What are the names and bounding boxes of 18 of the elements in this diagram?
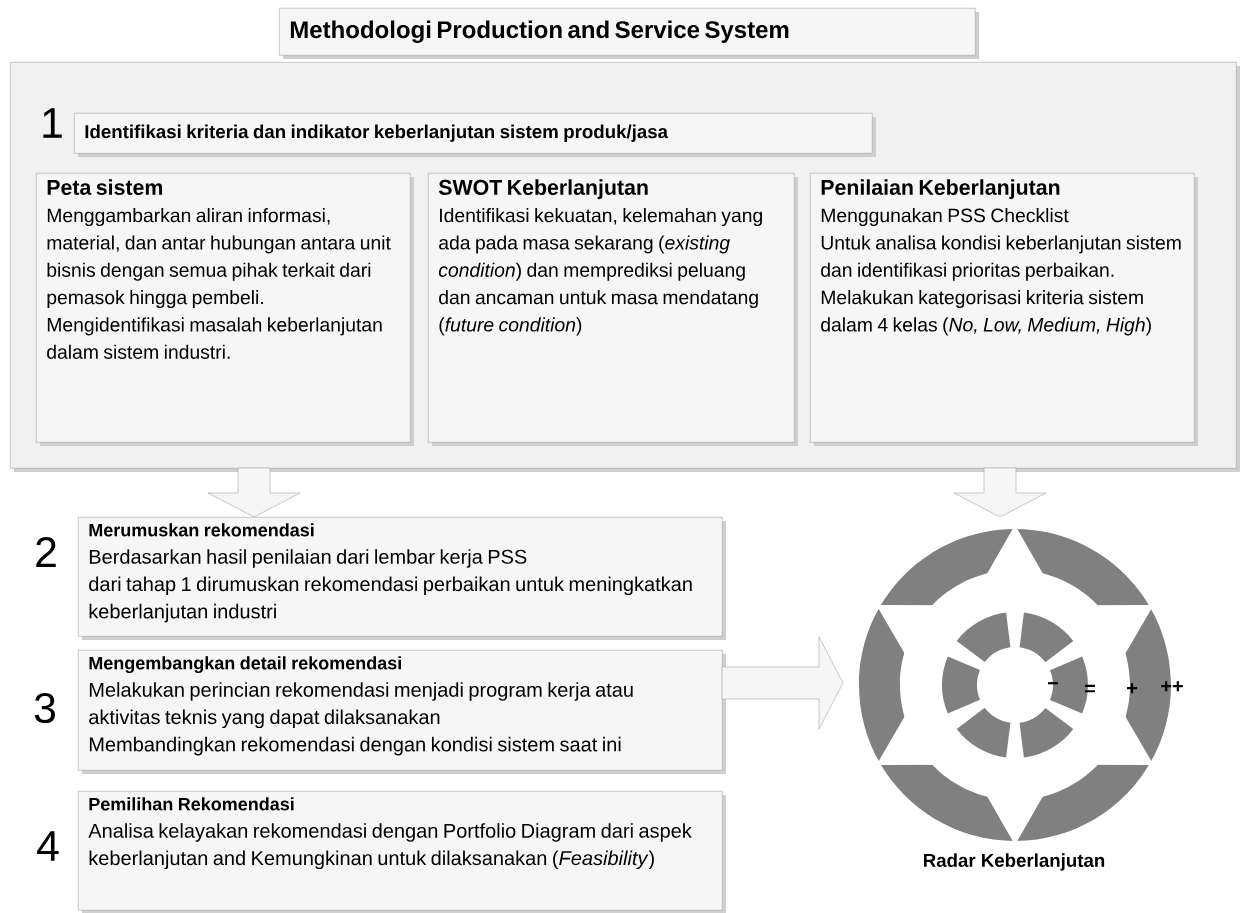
step-number: 4 <box>37 831 59 861</box>
scale-mark: = <box>1085 684 1095 693</box>
content-box: Peta sistem Menggambarkan aliran informasi, material, dan antar hubungan antara unit bisnis dengan semua pihak terkait dari pemasok hingga pembeli. Mengidentifikasi masalah keberlanjutan dalam sistem industri. <box>36 173 414 446</box>
step-box: Merumuskan rekomendasi Berdasarkan hasil penilaian dari lembar kerja PSS dari tahap 1 dirumuskan rekomendasi perbaikan untuk meningkatkan keberlanjutan industri <box>78 517 726 640</box>
step-box: Pemilihan Rekomendasi Analisa kelayakan rekomendasi dengan Portfolio Diagram dari aspek keberlanjutan and Kemungkinan untuk dilaksanakan (Feasibility) <box>78 791 726 913</box>
title-box: Methodologi Production and Service System <box>279 8 979 59</box>
block-arrow <box>953 467 1047 518</box>
content-box: Penilaian Keberlanjutan Menggunakan PSS Checklist Untuk analisa kondisi keberlanjutan sistem dan identifikasi prioritas perbaikan. Melakukan kategorisasi kriteria sistem dalam 4 kelas (No, Low, Medium, High) <box>810 173 1198 446</box>
header-box: Identifikasi kriteria dan indikator keberlanjutan sistem produk/jasa <box>74 113 876 157</box>
step-box: Mengembangkan detail rekomendasi Melakukan perincian rekomendasi menjadi program kerja atau aktivitas teknis yang dapat dilaksanakan Membandingkan rekomendasi dengan kondisi sistem saat ini <box>78 650 726 774</box>
step-number: 1 <box>43 108 62 138</box>
block-arrow <box>721 636 844 730</box>
block-arrow <box>207 467 301 518</box>
step-number: 2 <box>36 537 56 567</box>
step-number: 3 <box>34 692 55 724</box>
radar-label: Radar Keberlanjutan <box>924 853 1105 871</box>
scale-mark: − <box>1048 682 1058 685</box>
content-box: SWOT Keberlanjutan Identifikasi kekuatan, kelemahan yang ada pada masa sekarang (existing condition) dan memprediksi peluang dan ancaman untuk masa mendatang (future condition) <box>428 173 798 446</box>
